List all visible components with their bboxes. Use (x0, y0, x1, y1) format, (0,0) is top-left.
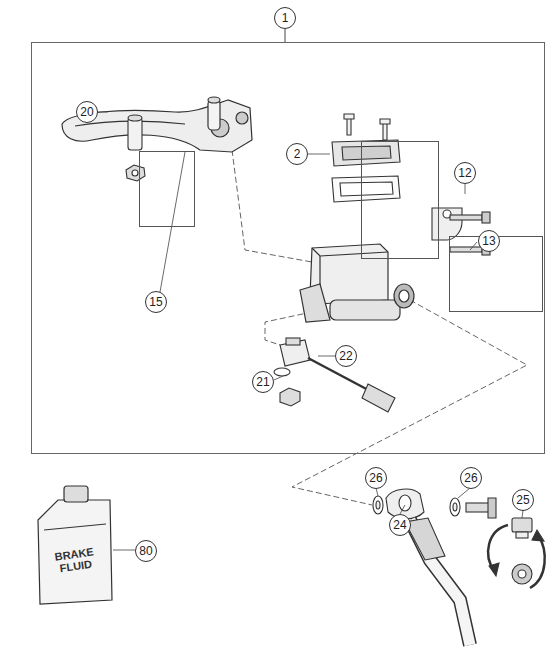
callout-number: 22 (335, 345, 357, 367)
part-group-box: 2 (361, 141, 439, 259)
callout-number: 26 (460, 467, 482, 489)
callout-number: 15 (145, 291, 167, 313)
part-group-box: 20 (139, 151, 195, 227)
callout-number: 80 (135, 540, 157, 562)
callout-number: 21 (252, 371, 274, 393)
assembly-frame: 12021213 (31, 42, 545, 454)
part-group-box: 1213 (449, 236, 543, 312)
callout-number: 20 (76, 101, 98, 123)
callout-number: 24 (389, 514, 411, 536)
callout-number: 1 (274, 7, 296, 29)
callout-number: 25 (512, 489, 534, 511)
callout-number: 26 (365, 467, 387, 489)
callout-number: 13 (478, 230, 500, 252)
callout-number: 12 (454, 162, 476, 184)
callout-number: 2 (286, 143, 308, 165)
